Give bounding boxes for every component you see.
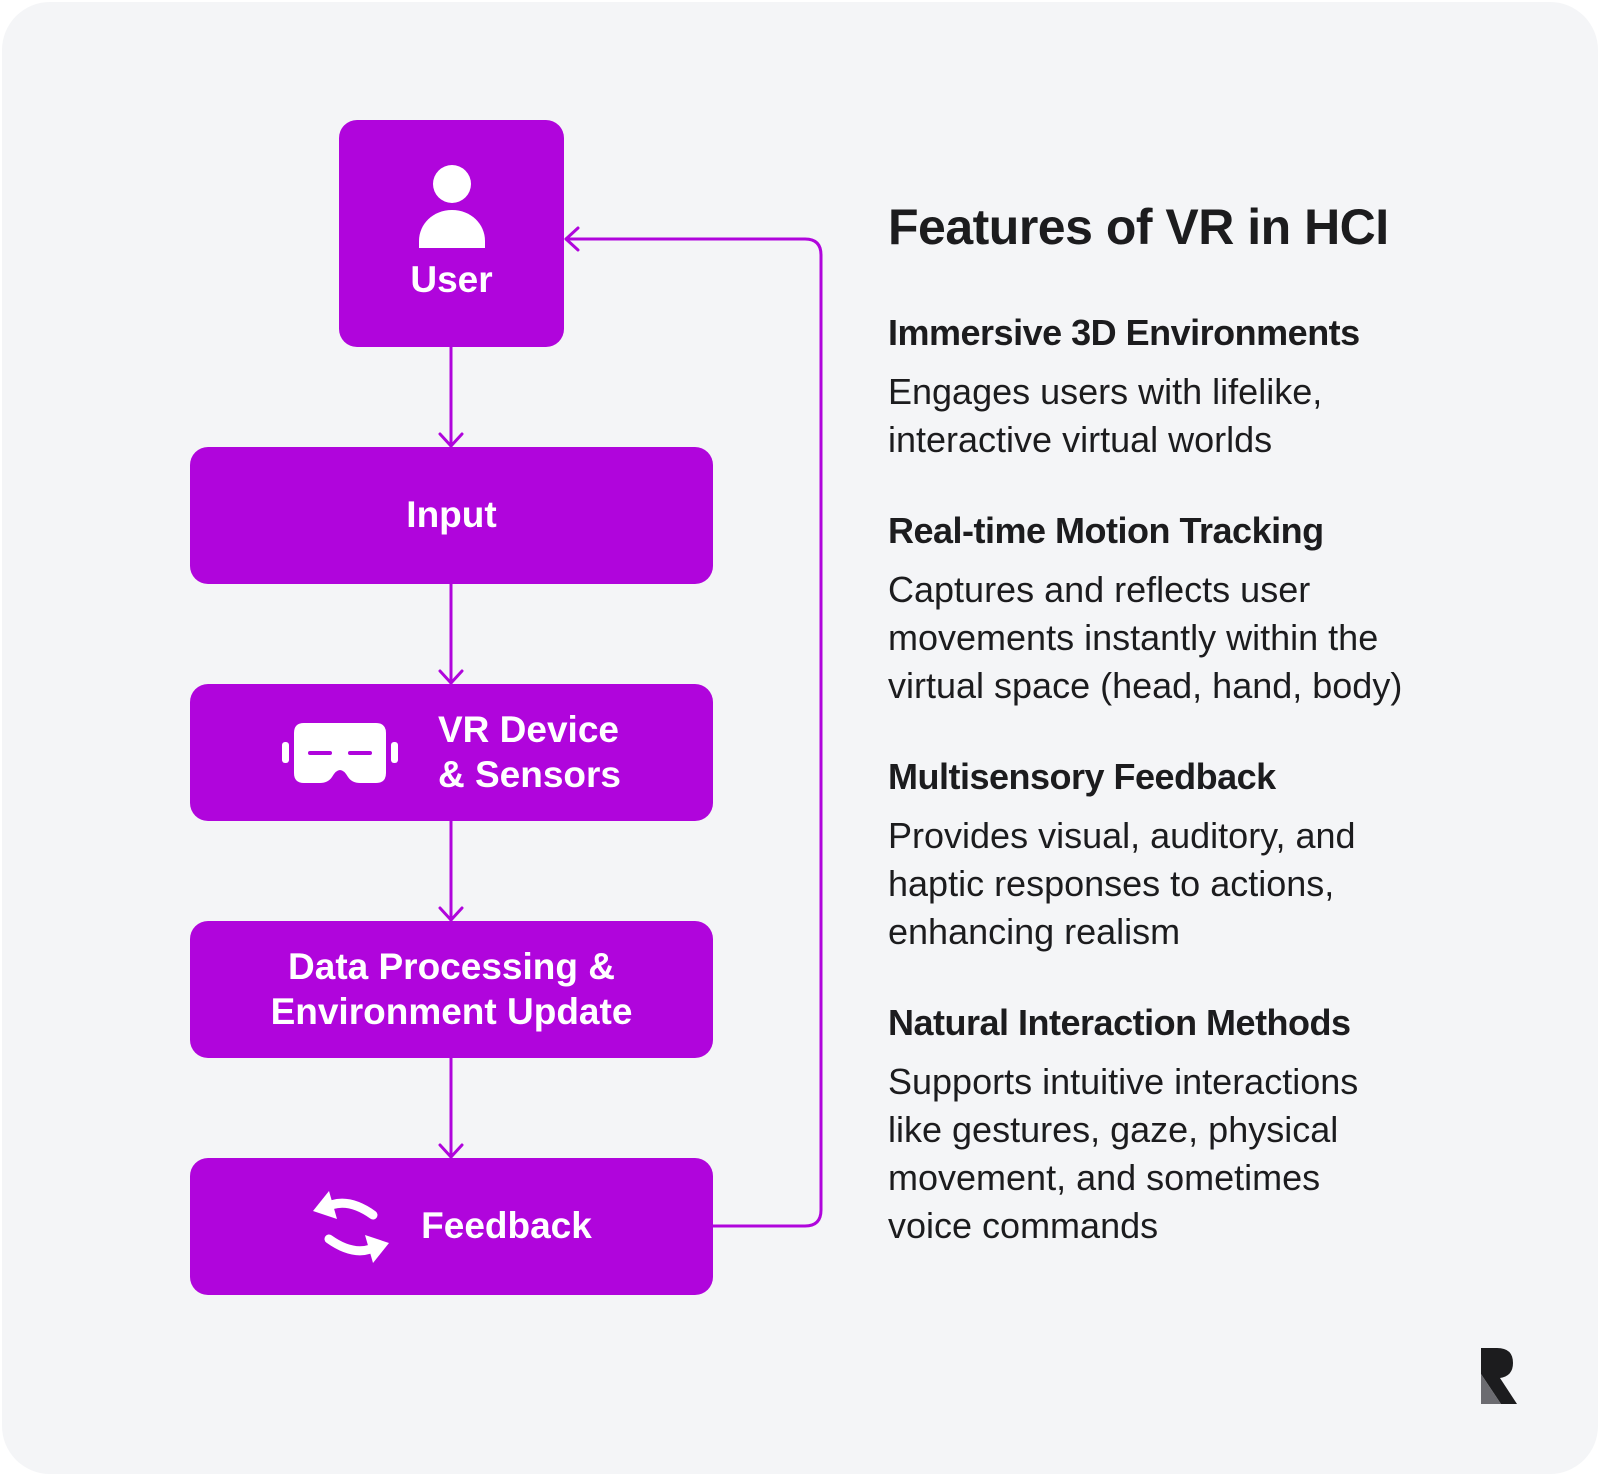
refresh-arrows-icon [313,1190,390,1263]
feature-heading: Real-time Motion Tracking [888,510,1324,551]
feature-heading: Immersive 3D Environments [888,312,1360,353]
features-panel: Features of VR in HCI Immersive 3D Envir… [888,198,1568,1296]
node-data-processing-label: Data Processing & Environment Update [270,946,633,1032]
arrow-feedback-to-user [564,226,823,1228]
node-vr-device: VR Device & Sensors [190,684,713,821]
node-data-processing: Data Processing & Environment Update [190,921,713,1058]
arrow-user-to-input [438,345,464,448]
feature-description: Supports intuitive interactions like ges… [888,1061,1359,1246]
feature-heading: Natural Interaction Methods [888,1002,1351,1043]
arrow-input-to-vr [438,582,464,685]
brand-r-logo-icon [1481,1348,1517,1404]
node-user: User [339,120,564,347]
feature-heading: Multisensory Feedback [888,756,1276,797]
node-feedback-label: Feedback [421,1205,592,1247]
arrow-vr-to-data [438,819,464,922]
feature-natural-interaction: Natural Interaction Methods Supports int… [888,1002,1568,1250]
panel-title: Features of VR in HCI [888,199,1389,255]
vr-headset-icon [281,722,398,783]
feature-description: Provides visual, auditory, and haptic re… [888,815,1356,952]
node-user-label: User [410,259,493,301]
node-input: Input [190,447,713,584]
user-icon [418,165,485,249]
feature-description: Engages users with lifelike, interactive… [888,371,1323,460]
node-feedback: Feedback [190,1158,713,1295]
node-input-label: Input [406,494,497,536]
arrow-data-to-feedback [438,1056,464,1159]
feature-immersive-3d: Immersive 3D Environments Engages users … [888,312,1568,464]
feature-description: Captures and reflects user movements ins… [888,569,1403,706]
node-vr-device-label: VR Device & Sensors [437,709,621,795]
feature-multisensory: Multisensory Feedback Provides visual, a… [888,756,1568,956]
feature-motion-tracking: Real-time Motion Tracking Captures and r… [888,510,1568,710]
